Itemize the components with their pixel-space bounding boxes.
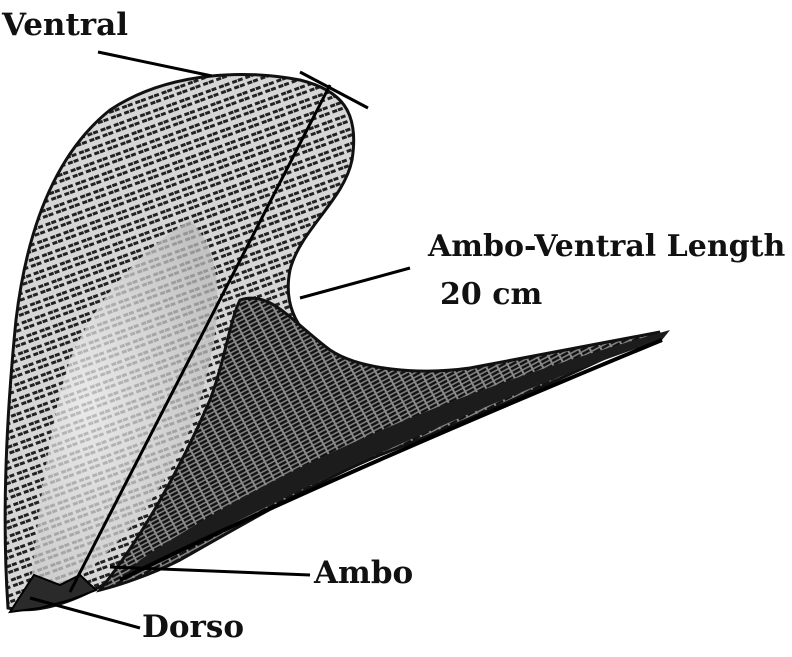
ambo-ventral-length-label: Ambo-Ventral Length — [428, 232, 785, 262]
length-leader — [300, 268, 410, 298]
ambo-ventral-length-value: 20 cm — [440, 280, 542, 310]
ventral-leader — [98, 52, 212, 76]
ventral-label: Ventral — [2, 10, 128, 41]
dorso-label: Dorso — [142, 612, 244, 643]
ambo-label: Ambo — [314, 558, 413, 589]
dorso-leader — [30, 598, 140, 628]
